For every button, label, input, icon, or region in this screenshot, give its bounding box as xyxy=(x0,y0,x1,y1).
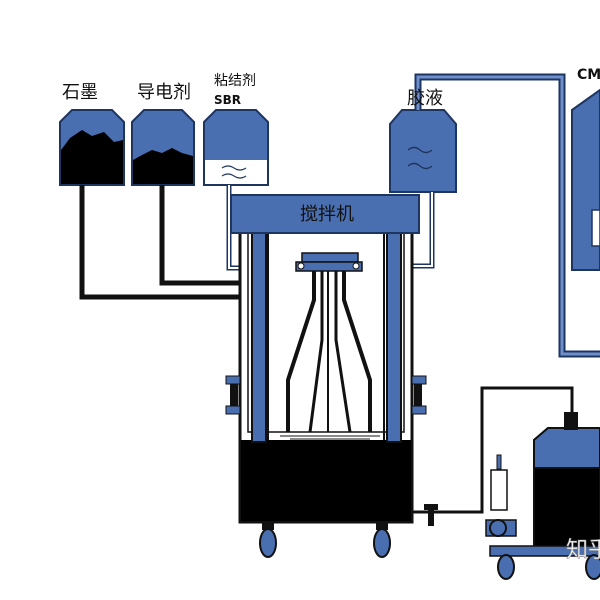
conductive-agent-hopper xyxy=(131,109,195,186)
sbr-label: SBR xyxy=(214,93,241,107)
graphite-hopper xyxy=(59,109,125,186)
glue-hopper xyxy=(389,109,457,193)
cmc-tank xyxy=(571,88,600,271)
mixer xyxy=(225,194,438,558)
sbr-binder-hopper xyxy=(203,109,269,186)
storage-tank xyxy=(489,412,600,580)
conductive-agent-label: 导电剂 xyxy=(137,82,191,103)
glue-label: 胶液 xyxy=(407,88,443,109)
mixer-label: 搅拌机 xyxy=(300,204,354,225)
feed-pipes xyxy=(79,73,600,514)
pump-cylinder xyxy=(485,454,517,537)
cmc-label: CM xyxy=(577,67,600,83)
binder-label: 粘结剂 xyxy=(214,73,256,89)
graphite-label: 石墨 xyxy=(62,82,98,103)
watermark: 知乎 xyxy=(566,538,600,563)
